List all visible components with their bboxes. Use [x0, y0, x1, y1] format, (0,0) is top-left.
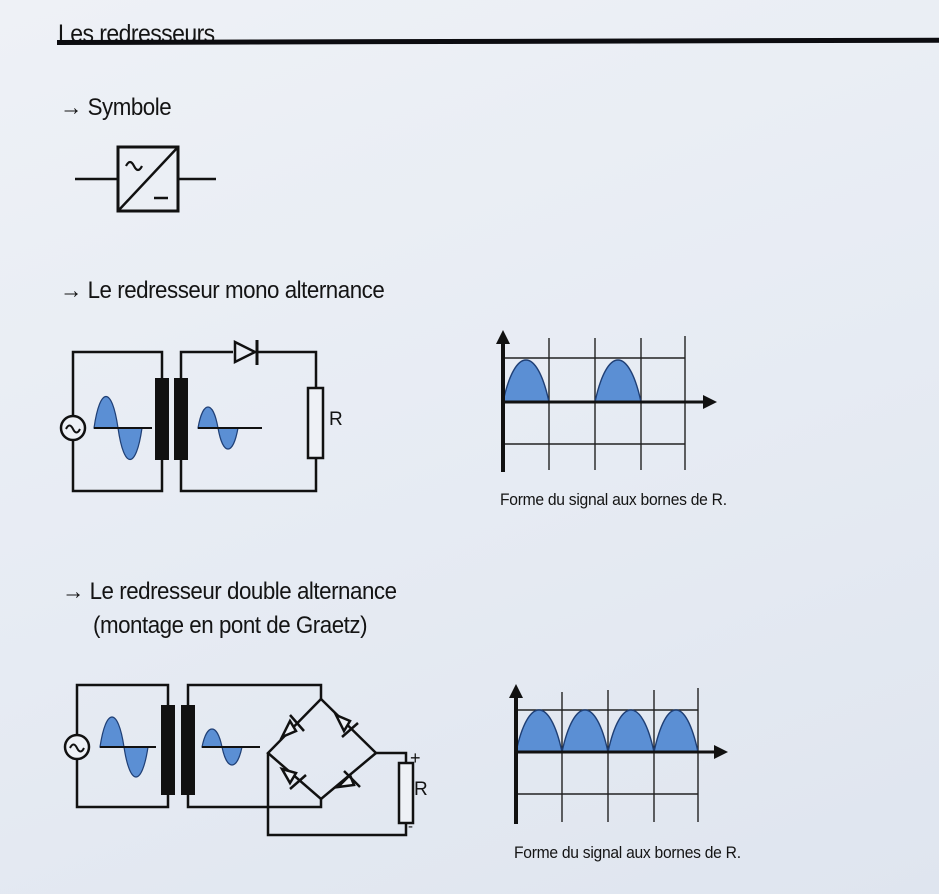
diode-icon	[233, 339, 259, 365]
ac-source-icon	[59, 414, 87, 442]
ac-source-icon	[63, 733, 91, 761]
plus-terminal-label: +	[410, 748, 421, 768]
title-underline	[56, 37, 939, 45]
double-signal-caption: Forme du signal aux bornes de R.	[514, 843, 741, 862]
heading-pont-de-graetz: (montage en pont de Graetz)	[93, 612, 368, 639]
half-wave-signal-chart	[496, 330, 717, 472]
bridge-diode-icon	[334, 770, 361, 789]
resistor-icon	[397, 761, 415, 825]
rectifier-symbol-icon	[75, 145, 216, 213]
resistor-label-mono: R	[329, 409, 343, 430]
minus-terminal-label: -	[408, 818, 413, 835]
bridge-diode-icon	[279, 714, 305, 740]
bridge-diode-icon	[279, 766, 307, 790]
resistor-icon	[306, 386, 325, 460]
heading-mono-alternance: → Le redresseur mono alternance	[60, 277, 385, 304]
mono-alternance-circuit-diagram	[59, 339, 325, 493]
mono-signal-caption: Forme du signal aux bornes de R.	[500, 490, 727, 509]
graetz-bridge-circuit-diagram	[63, 683, 415, 837]
resistor-label-double: R	[414, 779, 428, 800]
bridge-diode-icon	[333, 712, 359, 738]
heading-double-alternance: → Le redresseur double alternance	[62, 578, 397, 605]
heading-symbole: → Symbole	[60, 94, 172, 121]
full-wave-signal-chart	[509, 684, 728, 824]
